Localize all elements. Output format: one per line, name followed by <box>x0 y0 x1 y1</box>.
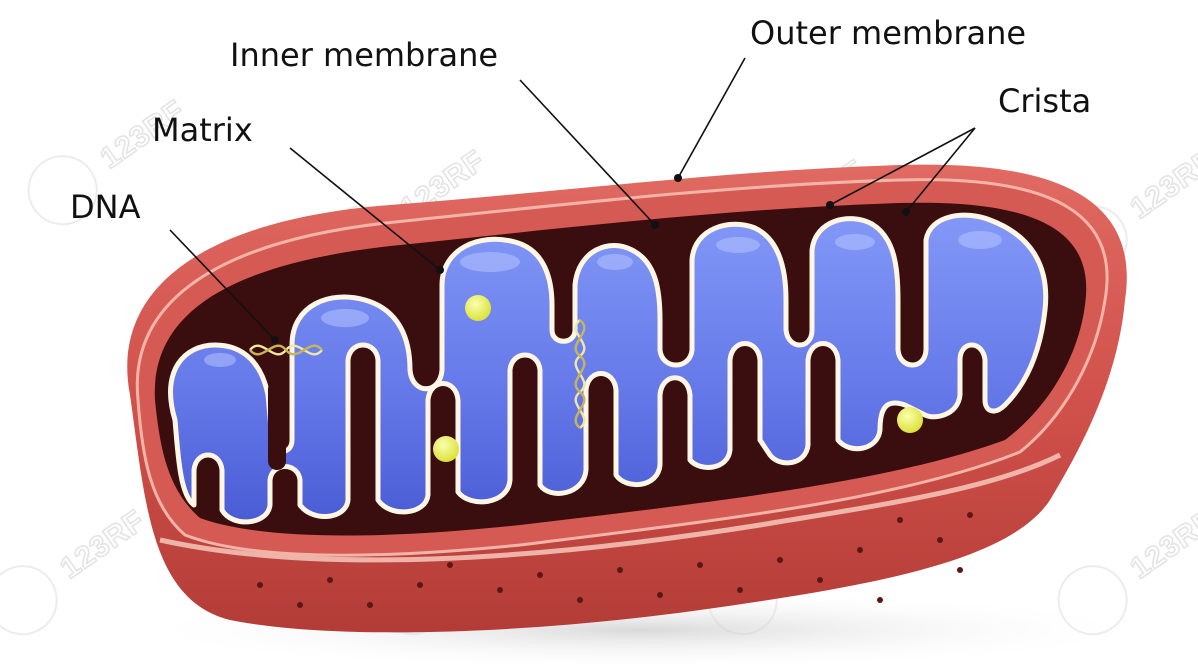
svg-text:123RF: 123RF <box>1124 504 1198 586</box>
leader-outer-membrane <box>678 58 745 178</box>
ribosome <box>897 407 923 433</box>
ribosome <box>465 295 491 321</box>
label-dna: DNA <box>70 188 141 226</box>
ribosome <box>433 436 459 462</box>
svg-text:123RF: 123RF <box>54 504 151 586</box>
svg-text:123RF: 123RF <box>1124 144 1198 226</box>
label-outer-membrane: Outer membrane <box>750 14 1026 52</box>
label-inner-membrane: Inner membrane <box>230 36 498 74</box>
label-crista: Crista <box>998 82 1091 120</box>
label-matrix: Matrix <box>152 111 253 149</box>
